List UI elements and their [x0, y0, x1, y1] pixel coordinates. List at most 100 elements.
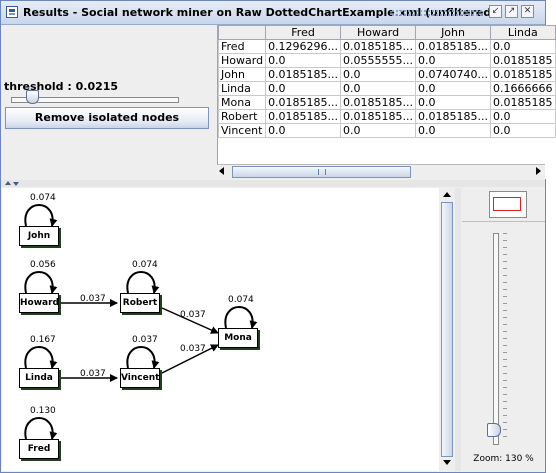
scroll-left-icon[interactable]	[219, 167, 224, 175]
table-cell[interactable]: 0.0	[415, 95, 492, 110]
node-fred[interactable]: Fred	[19, 439, 59, 459]
window-title: Results - Social network miner on Raw Do…	[23, 6, 497, 19]
self-loop-edge	[24, 271, 58, 294]
horizontal-splitter[interactable]	[1, 180, 545, 187]
column-header[interactable]: Linda	[490, 25, 556, 40]
table-cell[interactable]: 0.0185185	[490, 67, 556, 82]
graph-overview-thumbnail[interactable]	[489, 191, 527, 218]
horizontal-scroll-thumb[interactable]	[232, 166, 411, 178]
minimize-icon[interactable]: ↙	[489, 5, 502, 18]
table-row[interactable]: Robert 0.0185185... 0.0185185... 0.01851…	[217, 109, 556, 124]
threshold-label: threshold : 0.0215	[4, 80, 119, 93]
node-john[interactable]: John	[19, 226, 59, 246]
self-loop-edge	[126, 271, 160, 294]
zoom-slider-knob[interactable]	[487, 423, 501, 437]
table-cell[interactable]: 0.0185185...	[415, 109, 492, 124]
table-cell[interactable]: 0.0	[340, 81, 417, 96]
remove-isolated-nodes-button[interactable]: Remove isolated nodes	[5, 107, 209, 129]
threshold-slider-knob[interactable]	[26, 90, 39, 104]
node-howard[interactable]: Howard	[19, 293, 59, 313]
table-cell[interactable]: 0.0	[340, 123, 417, 138]
self-loop-edge	[126, 346, 160, 369]
graph-vertical-scrollbar[interactable]	[440, 188, 454, 471]
table-row[interactable]: Linda 0.0 0.0 0.0 0.1666666	[217, 81, 556, 96]
row-label: Vincent	[217, 123, 267, 138]
table-cell[interactable]: 0.0185185	[490, 53, 556, 68]
row-label: Howard	[217, 53, 267, 68]
table-row[interactable]: Fred 0.1296296... 0.0185185... 0.0185185…	[217, 39, 556, 54]
row-label: John	[217, 67, 267, 82]
vertical-scroll-thumb[interactable]	[441, 202, 453, 457]
graph-edge	[161, 307, 219, 334]
table-horizontal-scrollbar[interactable]	[217, 164, 545, 179]
table-cell[interactable]: 0.0185185...	[265, 67, 342, 82]
table-cell[interactable]: 0.1666666	[490, 81, 556, 96]
node-robert[interactable]: Robert	[120, 293, 160, 313]
table-cell[interactable]: 0.0	[415, 53, 492, 68]
collapse-down-icon[interactable]	[13, 182, 19, 186]
table-cell[interactable]: 0.0185185...	[265, 109, 342, 124]
table-cell[interactable]: 0.1296296...	[265, 39, 342, 54]
self-loop-edge	[24, 417, 58, 440]
self-loop-label: 0.074	[132, 260, 158, 270]
graph-edge	[161, 344, 219, 374]
zoom-slider-ticks	[503, 233, 507, 443]
collapse-up-icon[interactable]	[5, 181, 11, 185]
self-loop-edge	[24, 346, 58, 369]
scroll-right-icon[interactable]	[536, 167, 541, 175]
table-cell[interactable]: 0.0185185...	[265, 95, 342, 110]
edge-label: 0.037	[180, 344, 206, 354]
row-label: Fred	[217, 39, 267, 54]
self-loop-label: 0.074	[228, 295, 254, 305]
table-row[interactable]: Vincent 0.0 0.0 0.0 0.0	[217, 123, 556, 138]
table-cell[interactable]: 0.0	[265, 81, 342, 96]
table-cell[interactable]: 0.0	[490, 109, 556, 124]
zoom-label: Zoom: 130 %	[473, 454, 534, 464]
title-bar-grip	[391, 9, 483, 17]
matrix-table: Fred Howard John Linda Fred 0.1296296...…	[217, 25, 556, 138]
maximize-icon[interactable]: ↗	[505, 5, 518, 18]
node-vincent[interactable]: Vincent	[120, 368, 160, 388]
edge-label: 0.037	[80, 294, 106, 304]
vertical-splitter[interactable]	[455, 188, 461, 471]
close-icon[interactable]: ✕	[521, 5, 534, 18]
table-cell[interactable]: 0.0740740...	[415, 67, 492, 82]
scroll-down-icon[interactable]	[443, 460, 451, 465]
edge-label: 0.037	[80, 369, 106, 379]
threshold-panel: threshold : 0.0215 Remove isolated nodes	[1, 25, 215, 179]
table-cell[interactable]: 0.0185185...	[340, 109, 417, 124]
table-cell[interactable]: 0.0185185...	[340, 39, 417, 54]
table-cell[interactable]: 0.0555555...	[340, 53, 417, 68]
table-header-row: Fred Howard John Linda	[217, 25, 556, 40]
table-cell[interactable]: 0.0	[340, 67, 417, 82]
table-cell[interactable]: 0.0	[415, 81, 492, 96]
node-mona[interactable]: Mona	[218, 328, 258, 348]
column-header[interactable]: Fred	[265, 25, 342, 40]
table-cell[interactable]: 0.0	[265, 123, 342, 138]
table-row[interactable]: Mona 0.0185185... 0.0185185... 0.0 0.018…	[217, 95, 556, 110]
threshold-slider-track[interactable]	[11, 97, 179, 103]
table-cell[interactable]: 0.0	[490, 39, 556, 54]
column-header[interactable]	[217, 25, 267, 40]
self-loop-label: 0.056	[30, 260, 56, 270]
self-loop-edge	[224, 306, 258, 329]
table-cell[interactable]: 0.0185185	[490, 95, 556, 110]
table-cell[interactable]: 0.0185185...	[415, 39, 492, 54]
table-cell[interactable]: 0.0185185...	[340, 95, 417, 110]
column-header[interactable]: John	[415, 25, 492, 40]
node-linda[interactable]: Linda	[19, 368, 59, 388]
zoom-slider-track[interactable]	[493, 233, 499, 445]
table-row[interactable]: John 0.0185185... 0.0 0.0740740... 0.018…	[217, 67, 556, 82]
column-header[interactable]: Howard	[340, 25, 417, 40]
table-row[interactable]: Howard 0.0 0.0555555... 0.0 0.0185185	[217, 53, 556, 68]
graph-edges	[24, 204, 258, 440]
table-cell[interactable]: 0.0	[265, 53, 342, 68]
scroll-up-icon[interactable]	[443, 192, 451, 197]
social-network-graph[interactable]: 0.074 John 0.056 Howard 0.074 Robert 0.0…	[2, 188, 439, 471]
self-loop-label: 0.130	[30, 406, 56, 416]
edge-label: 0.037	[180, 310, 206, 320]
table-cell[interactable]: 0.0	[490, 123, 556, 138]
table-cell[interactable]: 0.0	[415, 123, 492, 138]
separator	[462, 221, 545, 222]
